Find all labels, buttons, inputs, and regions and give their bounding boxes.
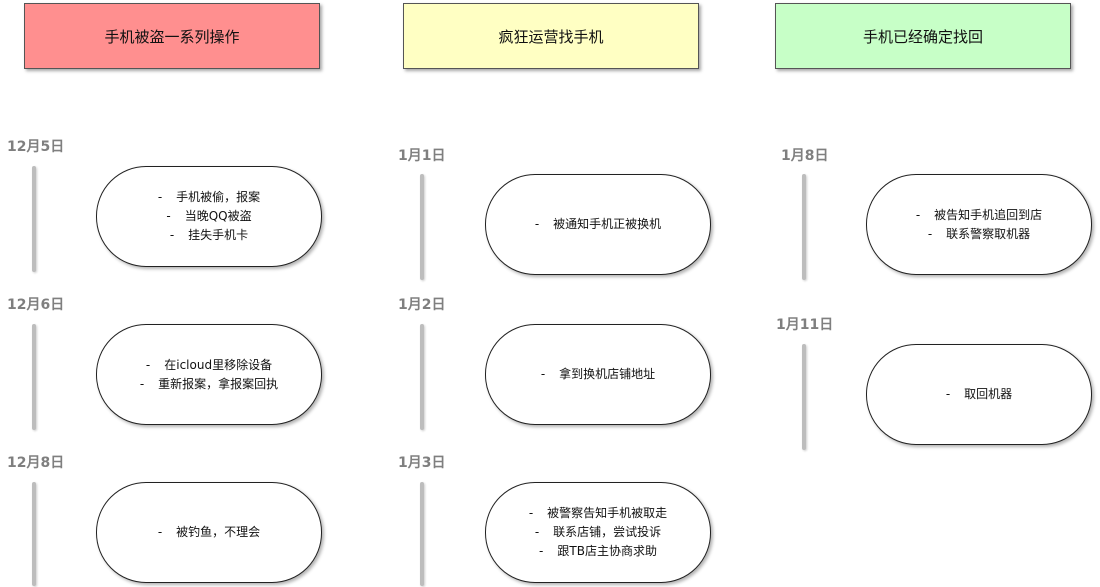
event-card: -被通知手机正被换机 — [485, 174, 711, 275]
event-card: -手机被偷，报案 -当晚QQ被盗 -挂失手机卡 — [96, 166, 322, 267]
event-item: -在icloud里移除设备 — [145, 357, 273, 372]
event-date: 12月6日 — [7, 297, 65, 313]
timeline-bar — [802, 174, 806, 280]
event-item: -被通知手机正被换机 — [534, 217, 662, 231]
event-date: 1月3日 — [398, 455, 446, 471]
event-item-list: -取回机器 — [946, 385, 1012, 404]
event-date: 12月8日 — [7, 455, 65, 471]
event-item-list: -在icloud里移除设备 -重新报案，拿报案回执 — [140, 356, 278, 394]
timeline-bar — [802, 344, 806, 450]
event-item: -重新报案，拿报案回执 — [139, 376, 279, 391]
event-item-list: -手机被偷，报案 -当晚QQ被盗 -挂失手机卡 — [158, 188, 260, 245]
timeline-bar — [32, 166, 36, 272]
event-item: -手机被偷，报案 — [157, 190, 261, 204]
event-item: -联系警察取机器 — [927, 226, 1031, 241]
event-item: -被告知手机追回到店 — [915, 207, 1043, 222]
event-date: 1月1日 — [398, 148, 446, 164]
event-card: -被告知手机追回到店 -联系警察取机器 — [866, 174, 1092, 275]
event-item: -被警察告知手机被取走 — [528, 506, 668, 520]
event-item: -挂失手机卡 — [169, 228, 249, 242]
timeline-bar — [420, 324, 424, 430]
event-card: -被警察告知手机被取走 -联系店铺，尝试投诉 -跟TB店主协商求助 — [485, 482, 711, 583]
event-item: -拿到换机店铺地址 — [540, 367, 656, 381]
event-date: 1月2日 — [398, 297, 446, 313]
header-stolen-phone-actions: 手机被盗一系列操作 — [24, 3, 320, 69]
event-card: -在icloud里移除设备 -重新报案，拿报案回执 — [96, 324, 322, 425]
event-item: -被钓鱼，不理会 — [157, 525, 261, 539]
timeline-bar — [32, 324, 36, 430]
event-item: -联系店铺，尝试投诉 — [534, 525, 662, 539]
event-item-list: -被警察告知手机被取走 -联系店铺，尝试投诉 -跟TB店主协商求助 — [529, 504, 667, 561]
event-item-list: -拿到换机店铺地址 — [541, 365, 655, 384]
event-date: 1月8日 — [781, 148, 829, 164]
event-item: -当晚QQ被盗 — [166, 209, 252, 223]
event-item: -跟TB店主协商求助 — [539, 544, 657, 558]
event-item: -取回机器 — [945, 387, 1013, 401]
event-item-list: -被告知手机追回到店 -联系警察取机器 — [916, 206, 1042, 244]
event-item-list: -被通知手机正被换机 — [535, 215, 661, 234]
event-card: -取回机器 — [866, 344, 1092, 445]
timeline-bar — [420, 174, 424, 280]
event-card: -拿到换机店铺地址 — [485, 324, 711, 425]
event-item-list: -被钓鱼，不理会 — [158, 523, 260, 542]
timeline-bar — [32, 482, 36, 586]
event-card: -被钓鱼，不理会 — [96, 482, 322, 583]
header-search-for-phone: 疯狂运营找手机 — [403, 3, 699, 69]
timeline-bar — [420, 482, 424, 586]
event-date: 12月5日 — [7, 139, 65, 155]
header-phone-recovered: 手机已经确定找回 — [775, 3, 1071, 69]
event-date: 1月11日 — [776, 317, 834, 333]
